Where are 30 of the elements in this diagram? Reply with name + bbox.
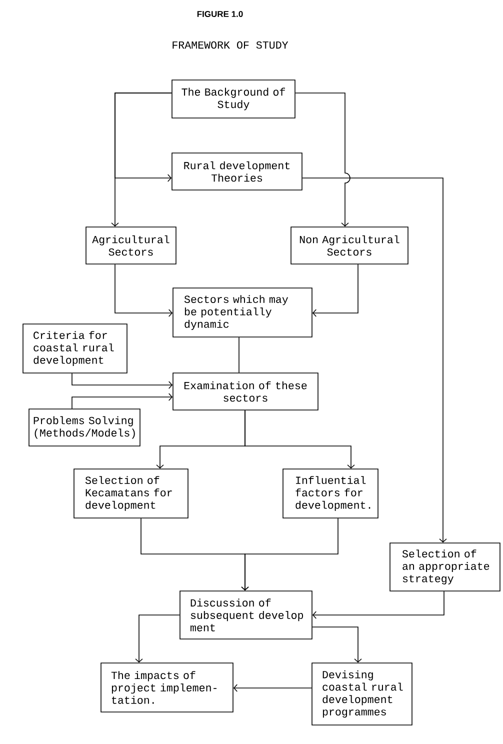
connector-line xyxy=(238,337,240,373)
title: FRAMEWORK OF STUDY xyxy=(172,41,288,49)
process-box: Criteria for coastal rural development xyxy=(22,324,128,374)
arrow xyxy=(114,264,173,317)
process-box: The impacts of project implemen- tation. xyxy=(100,662,234,712)
process-box: Agricultural Sectors xyxy=(86,226,176,264)
arrow xyxy=(244,410,355,469)
arrow xyxy=(72,373,173,389)
arrow xyxy=(72,393,173,409)
process-box: Non Agricultural Sectors xyxy=(290,226,408,264)
process-box: Influential factors for development. xyxy=(282,468,378,518)
process-box: Examination of these sectors xyxy=(172,372,318,410)
arrow xyxy=(312,626,362,663)
arrow xyxy=(135,614,180,663)
process-box: The Background of Study xyxy=(172,80,296,118)
process-box: Selection of an appropriate strategy xyxy=(390,542,500,592)
arrow xyxy=(241,518,338,591)
process-box: Problems Solving (Methods/Models) xyxy=(28,408,140,446)
arrow xyxy=(233,684,312,692)
arrow xyxy=(295,92,350,227)
arrow xyxy=(302,178,447,543)
arrow xyxy=(312,591,444,619)
process-box: Selection of Kecamatans for development xyxy=(74,468,188,518)
arrow xyxy=(114,92,172,182)
process-box: Sectors which may be potentially dynamic xyxy=(172,288,312,338)
process-box: Devising coastal rural development programmes xyxy=(312,662,412,726)
process-box: Rural development Theories xyxy=(172,152,302,190)
figure-number: FIGURE 1.0 xyxy=(197,11,243,18)
process-box: Discussion of subsequent develop ment xyxy=(180,590,312,640)
arrow xyxy=(312,264,358,317)
